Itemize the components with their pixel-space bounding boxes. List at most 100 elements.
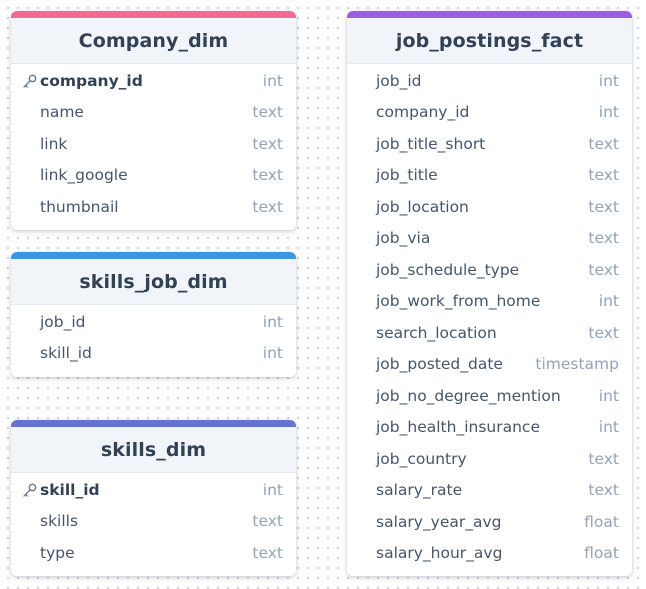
column-type: text	[252, 166, 283, 185]
column-name: job_posted_date	[376, 355, 503, 374]
column-type: text	[588, 134, 619, 153]
table-title: skills_job_dim	[79, 270, 228, 293]
column-name: salary_rate	[376, 481, 463, 500]
key-icon	[22, 483, 37, 497]
column-name: salary_hour_avg	[376, 544, 503, 563]
table-header[interactable]: job_postings_fact	[347, 18, 632, 64]
column-name: salary_year_avg	[376, 512, 502, 531]
column-type: text	[252, 103, 283, 122]
column-type: int	[598, 418, 619, 437]
column-type: int	[262, 480, 283, 499]
table-title: skills_dim	[100, 438, 207, 461]
table-header[interactable]: skills_job_dim	[11, 259, 296, 305]
table-title: Company_dim	[78, 29, 229, 52]
column-type: timestamp	[535, 355, 619, 374]
table-accent-bar	[347, 11, 632, 18]
column-row[interactable]: job_via text	[347, 223, 632, 255]
column-row[interactable]: job_id int	[11, 306, 296, 338]
column-name: company_id	[376, 103, 470, 122]
column-row[interactable]: company_id int	[347, 97, 632, 129]
table-title: job_postings_fact	[395, 29, 584, 52]
column-row[interactable]: skill_id int	[11, 338, 296, 370]
column-row[interactable]: thumbnail text	[11, 191, 296, 223]
column-type: int	[598, 292, 619, 311]
column-type: float	[584, 544, 619, 563]
column-type: text	[252, 134, 283, 153]
column-name: job_schedule_type	[376, 260, 520, 279]
column-row[interactable]: skill_id int	[11, 474, 296, 506]
column-row[interactable]: job_no_degree_mention int	[347, 380, 632, 412]
column-type: text	[588, 260, 619, 279]
column-list: skill_id int skills text type text	[11, 473, 296, 569]
column-type: float	[584, 512, 619, 531]
column-name: skill_id	[40, 344, 92, 363]
column-name: skill_id	[40, 480, 100, 499]
column-name: job_work_from_home	[376, 292, 541, 311]
column-name: job_title_short	[376, 134, 486, 153]
column-row[interactable]: salary_hour_avg float	[347, 538, 632, 570]
column-type: int	[598, 103, 619, 122]
column-row[interactable]: job_schedule_type text	[347, 254, 632, 286]
table-accent-bar	[11, 252, 296, 259]
column-row[interactable]: job_id int	[347, 65, 632, 97]
column-name: type	[40, 543, 75, 562]
column-name: job_title	[376, 166, 438, 185]
table-header[interactable]: skills_dim	[11, 427, 296, 473]
column-type: text	[588, 229, 619, 248]
column-row[interactable]: job_title text	[347, 160, 632, 192]
column-row[interactable]: search_location text	[347, 317, 632, 349]
column-row[interactable]: type text	[11, 537, 296, 569]
column-name: job_via	[376, 229, 431, 248]
column-type: int	[262, 71, 283, 90]
column-name: job_health_insurance	[376, 418, 540, 437]
table-skills-dim[interactable]: skills_dim skill_id int skills text type text	[11, 420, 296, 576]
column-type: text	[588, 449, 619, 468]
column-type: text	[252, 512, 283, 531]
column-type: text	[588, 481, 619, 500]
column-type: text	[252, 543, 283, 562]
column-name: skills	[40, 512, 79, 531]
column-type: text	[588, 166, 619, 185]
column-name: link	[40, 134, 68, 153]
column-type: int	[598, 71, 619, 90]
table-accent-bar	[11, 420, 296, 427]
column-row[interactable]: job_health_insurance int	[347, 412, 632, 444]
column-row[interactable]: name text	[11, 97, 296, 129]
column-type: int	[262, 312, 283, 331]
column-row[interactable]: job_country text	[347, 443, 632, 475]
column-type: text	[588, 197, 619, 216]
column-name: job_id	[40, 312, 86, 331]
column-row[interactable]: job_posted_date timestamp	[347, 349, 632, 381]
column-row[interactable]: job_location text	[347, 191, 632, 223]
table-header[interactable]: Company_dim	[11, 18, 296, 64]
table-accent-bar	[11, 11, 296, 18]
column-row[interactable]: salary_rate text	[347, 475, 632, 507]
column-type: text	[588, 323, 619, 342]
key-icon	[22, 74, 37, 88]
column-name: search_location	[376, 323, 497, 342]
column-row[interactable]: link text	[11, 128, 296, 160]
column-name: job_location	[376, 197, 469, 216]
column-row[interactable]: job_work_from_home int	[347, 286, 632, 318]
column-type: text	[252, 197, 283, 216]
column-row[interactable]: link_google text	[11, 160, 296, 192]
column-row[interactable]: job_title_short text	[347, 128, 632, 160]
column-name: job_no_degree_mention	[376, 386, 561, 405]
column-name: company_id	[40, 71, 143, 90]
column-name: name	[40, 103, 84, 122]
column-row[interactable]: salary_year_avg float	[347, 506, 632, 538]
column-type: int	[262, 344, 283, 363]
column-name: job_id	[376, 71, 422, 90]
table-company-dim[interactable]: Company_dim company_id int name text link tex…	[11, 11, 296, 230]
column-row[interactable]: skills text	[11, 506, 296, 538]
column-type: int	[598, 386, 619, 405]
column-name: job_country	[376, 449, 467, 468]
column-row[interactable]: company_id int	[11, 65, 296, 97]
column-name: link_google	[40, 166, 128, 185]
column-name: thumbnail	[40, 197, 119, 216]
